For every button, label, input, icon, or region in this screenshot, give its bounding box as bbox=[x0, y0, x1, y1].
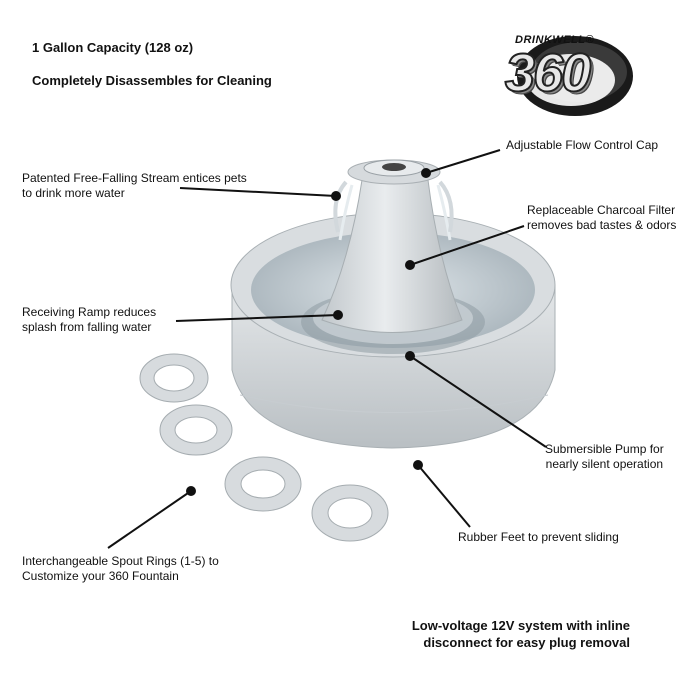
logo-swoosh bbox=[517, 36, 633, 116]
fountain-tower bbox=[321, 159, 463, 333]
callout-filter-line2: removes bad tastes & odors bbox=[527, 218, 677, 232]
ring-icon bbox=[311, 484, 389, 542]
callout-flow-cap: Adjustable Flow Control Cap bbox=[506, 138, 659, 152]
callout-ramp-line2: splash from falling water bbox=[22, 320, 152, 334]
callout-ramp-line1: Receiving Ramp reduces bbox=[22, 305, 157, 319]
drinkwell-360-logo: DRINKWELL® 360 bbox=[504, 28, 635, 120]
callout-ramp: Receiving Ramp reduces splash from falli… bbox=[22, 305, 156, 335]
callout-filter-line1: Replaceable Charcoal Filter bbox=[527, 203, 676, 217]
logo-model: 360 bbox=[504, 42, 592, 104]
callout-pump-line1: Submersible Pump for bbox=[545, 442, 664, 456]
callout-pump-line2: nearly silent operation bbox=[545, 457, 664, 471]
capacity-heading: 1 Gallon Capacity (128 oz) bbox=[32, 40, 194, 55]
callout-leaders bbox=[107, 149, 547, 549]
callout-filter: Replaceable Charcoal Filter removes bad … bbox=[527, 203, 676, 233]
callout-rings: Interchangeable Spout Rings (1-5) to Cus… bbox=[22, 554, 219, 584]
callout-stream: Patented Free-Falling Stream entices pet… bbox=[22, 171, 247, 201]
callout-stream-line2: to drink more water bbox=[22, 186, 125, 200]
callout-feet: Rubber Feet to prevent sliding bbox=[458, 530, 619, 544]
callout-rings-line1: Interchangeable Spout Rings (1-5) to bbox=[22, 554, 219, 568]
footer-note: Low-voltage 12V system with inline disco… bbox=[412, 617, 630, 651]
disassembles-heading: Completely Disassembles for Cleaning bbox=[32, 73, 272, 88]
logo-brand: DRINKWELL® bbox=[515, 34, 595, 46]
ring-icon bbox=[139, 353, 209, 403]
callout-pump: Submersible Pump for nearly silent opera… bbox=[545, 442, 664, 472]
footer-line1: Low-voltage 12V system with inline bbox=[411, 618, 630, 633]
callout-stream-line1: Patented Free-Falling Stream entices pet… bbox=[22, 171, 247, 185]
ring-icon bbox=[224, 456, 302, 512]
callout-rings-line2: Customize your 360 Fountain bbox=[22, 569, 179, 583]
footer-line2: disconnect for easy plug removal bbox=[423, 635, 630, 650]
ring-icon bbox=[159, 404, 233, 456]
